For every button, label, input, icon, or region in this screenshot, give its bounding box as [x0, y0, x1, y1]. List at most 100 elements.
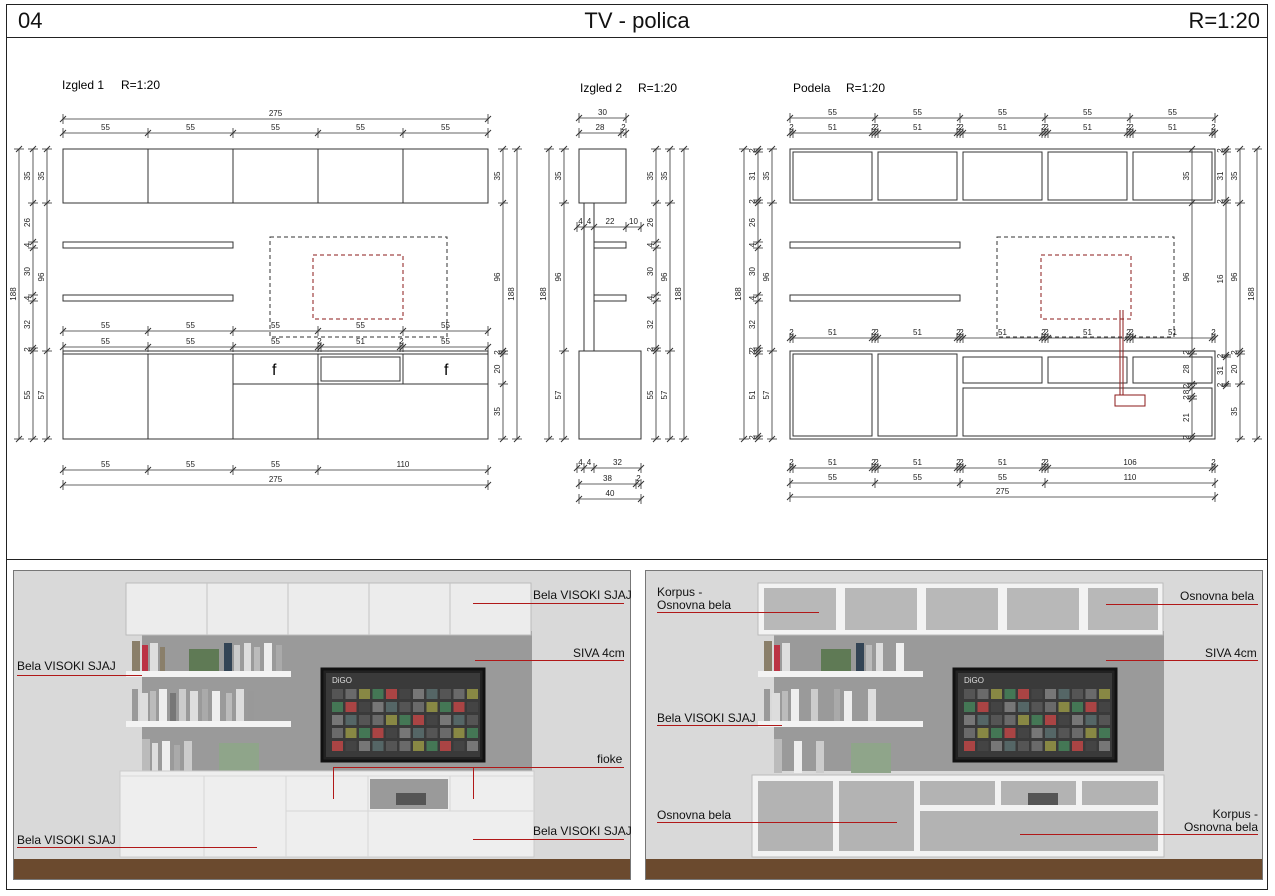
- tv-tile: [1031, 689, 1043, 699]
- elevation-podela: [789, 148, 1216, 440]
- dim-label: 2: [748, 435, 757, 440]
- tv-tile: [359, 715, 370, 725]
- tv-tile: [1045, 702, 1056, 712]
- dim-label: 2: [789, 328, 794, 337]
- dim-label: 4: [587, 217, 592, 226]
- render-photo-left: DiGO: [13, 570, 631, 880]
- dim-label: 2: [621, 123, 626, 132]
- dim-label: 55: [186, 123, 195, 132]
- view-scale-izgled1: R=1:20: [121, 78, 160, 92]
- dim-label: 2: [871, 123, 876, 132]
- dim-label: 2: [1216, 199, 1225, 204]
- tv-tile: [1031, 702, 1043, 712]
- tv-tile: [426, 741, 438, 751]
- sheet-title: TV - polica: [584, 8, 690, 33]
- dim-label: 55: [101, 460, 110, 469]
- tv-tile: [332, 728, 343, 738]
- tv-tile: [1058, 715, 1070, 725]
- tv-tile: [977, 689, 989, 699]
- dim-label: 28: [596, 123, 605, 132]
- tv-tile: [1085, 689, 1097, 699]
- tv-tile: [977, 702, 989, 712]
- dim-label: 2: [748, 350, 757, 355]
- tv-outline: [312, 254, 404, 320]
- dim-label: 2: [1211, 123, 1216, 132]
- tv-tile: [399, 741, 411, 751]
- dim-label: 188: [674, 287, 683, 301]
- tv-tile: [1004, 689, 1016, 699]
- dim-pd-total: 275: [786, 487, 1219, 502]
- tv-tile: [1099, 741, 1110, 751]
- dim-i1-left-outer: 188: [9, 145, 24, 443]
- dim-i2-right-outer: 188: [674, 145, 689, 443]
- dim-label: 55: [441, 337, 450, 346]
- label-right-korpus-base: Korpus - Osnovna bela: [1183, 807, 1258, 834]
- drawer-mark-left: f: [272, 362, 277, 379]
- dim-label: 35: [646, 171, 655, 180]
- dim-label: 55: [186, 321, 195, 330]
- label-left-panel: SIVA 4cm: [573, 646, 625, 660]
- leader-left-drawers-a: [333, 767, 334, 799]
- label-right-korpus-top: Korpus - Osnovna bela: [657, 585, 732, 612]
- tv-tile: [1099, 728, 1110, 738]
- dim-label: 51: [998, 123, 1007, 132]
- tv-tile: [1058, 702, 1070, 712]
- dim-label: 4: [748, 242, 757, 247]
- dim-label: 55: [646, 390, 655, 399]
- tv-tile: [467, 715, 478, 725]
- tv-tile: [1099, 702, 1110, 712]
- tv-tile: [453, 715, 465, 725]
- dim-label: 2: [1044, 123, 1049, 132]
- dim-label: 55: [186, 460, 195, 469]
- dim-label: 51: [1083, 123, 1092, 132]
- dim-label: 55: [1168, 108, 1177, 117]
- side-shelf-lower: [593, 294, 627, 302]
- leader-right-osnovna-top: [1106, 604, 1258, 605]
- dim-label: 55: [828, 108, 837, 117]
- dim-label: 55: [998, 473, 1007, 482]
- dim-label: 2: [1182, 395, 1191, 400]
- dim-label: 2: [959, 328, 964, 337]
- tv-tile: [964, 715, 975, 725]
- dim-label: 2: [956, 123, 961, 132]
- dim-label: 96: [762, 272, 771, 281]
- view-label-izgled2: Izgled 2: [580, 81, 622, 95]
- dim-label: 30: [646, 267, 655, 276]
- dim-label: 4: [748, 295, 757, 300]
- tv-tile: [1004, 741, 1016, 751]
- dim-label: 51: [913, 123, 922, 132]
- label-right-panel: SIVA 4cm: [1205, 646, 1257, 660]
- tv-tile: [1045, 715, 1056, 725]
- dim-label: 55: [101, 123, 110, 132]
- leader-right-panel: [1106, 660, 1258, 661]
- tv-tile: [345, 702, 357, 712]
- tv-tile: [1018, 715, 1029, 725]
- dim-i2-bottom3: 40: [575, 489, 645, 504]
- dim-label: 35: [762, 171, 771, 180]
- leader-left-drawers: [333, 767, 624, 768]
- dim-label: 57: [554, 390, 563, 399]
- dim-label: 2: [493, 350, 502, 355]
- tv-tile: [1018, 702, 1029, 712]
- tv-tile: [1058, 741, 1070, 751]
- dim-label: 2: [1044, 328, 1049, 337]
- dim-label: 51: [828, 123, 837, 132]
- dim-label: 55: [913, 108, 922, 117]
- tv-tile: [1072, 702, 1083, 712]
- tv-tile: [399, 702, 411, 712]
- dim-label: 51: [998, 458, 1007, 467]
- view-label-izgled1: Izgled 1: [62, 78, 104, 92]
- dim-label: 2: [959, 123, 964, 132]
- dim-label: 55: [186, 337, 195, 346]
- label-left-base: Bela VISOKI SJAJ: [17, 833, 116, 847]
- shelf-lower: [62, 294, 234, 302]
- tv-tile: [413, 689, 424, 699]
- tv-tile: [1099, 715, 1110, 725]
- dim-label: 55: [913, 473, 922, 482]
